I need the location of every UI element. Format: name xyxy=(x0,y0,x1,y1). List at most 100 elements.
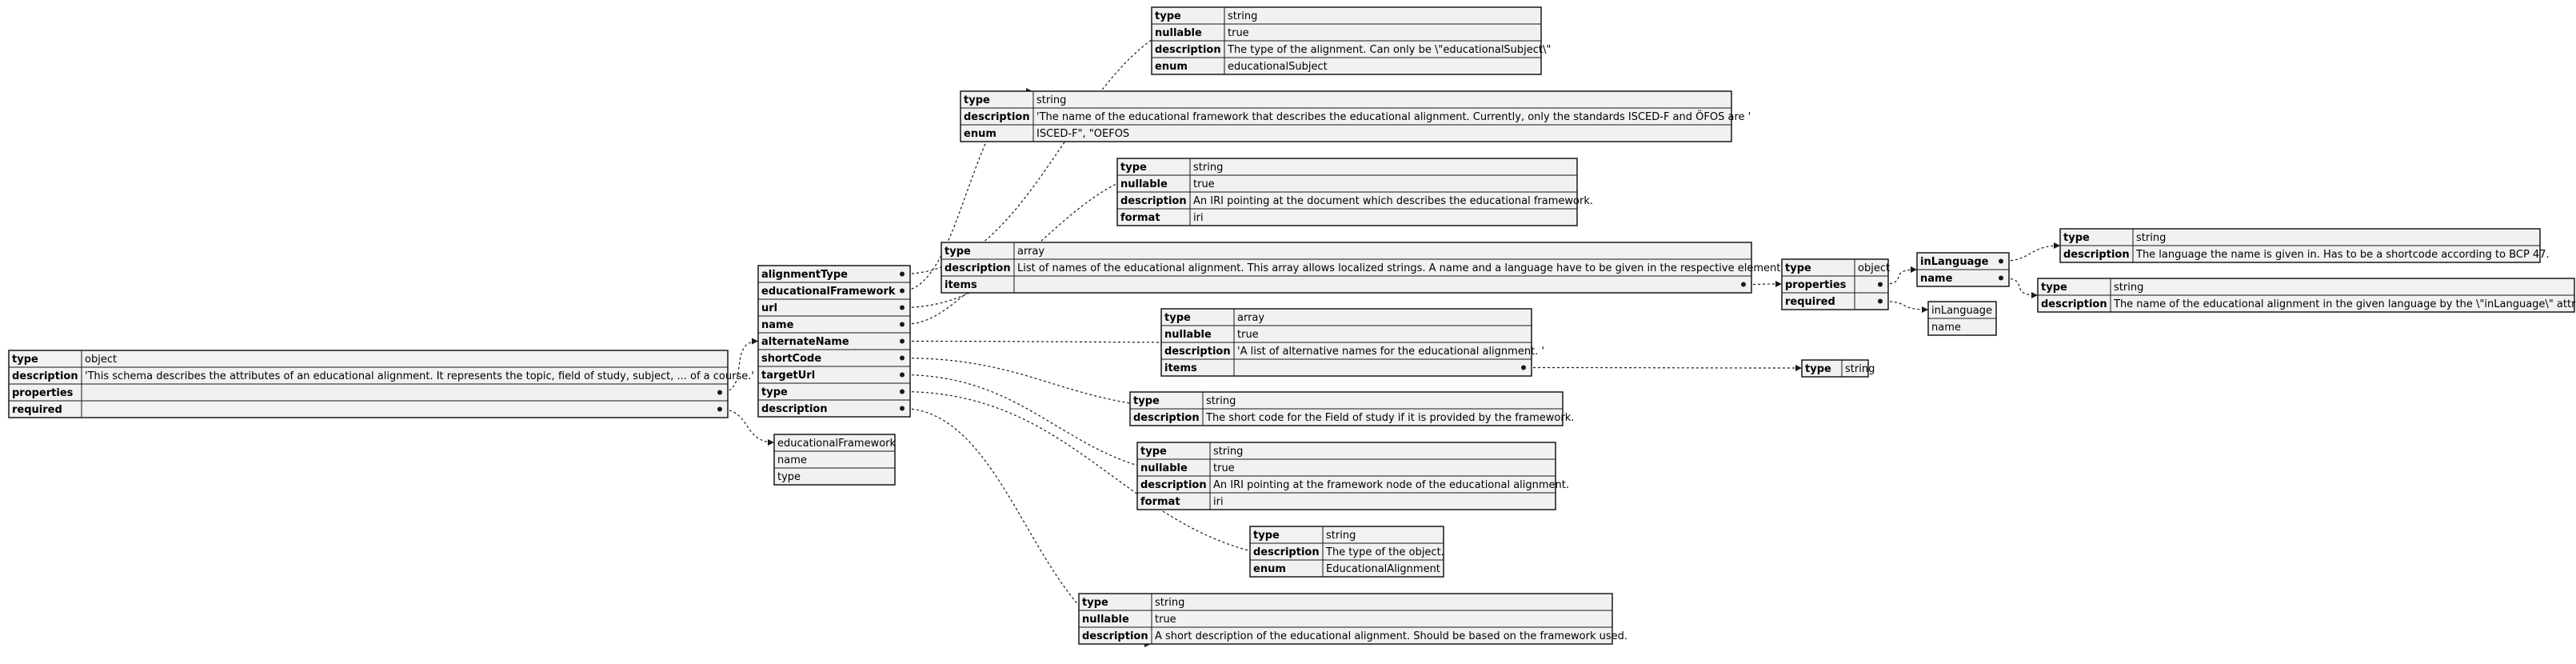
key-cell: enum xyxy=(1155,61,1188,73)
list-frame xyxy=(757,265,911,418)
value-cell: ISCED-F", "OEFOS xyxy=(1036,128,1129,140)
key-cell: description xyxy=(2063,249,2130,261)
key-cell: type xyxy=(1253,530,1280,542)
key-cell: enum xyxy=(1253,563,1286,575)
table-frame xyxy=(1249,526,1444,578)
value-cell: iri xyxy=(1213,496,1224,508)
value-cell: string xyxy=(1155,597,1184,609)
key-cell: nullable xyxy=(1082,614,1129,626)
key-cell: type xyxy=(2041,282,2067,294)
key-cell: type xyxy=(1082,597,1108,609)
key-cell: description xyxy=(1120,195,1187,207)
list-item: type xyxy=(761,386,788,398)
connector-line xyxy=(901,340,1234,343)
key-cell: description xyxy=(1133,412,1200,424)
list-item: type xyxy=(777,471,801,483)
list-item: name xyxy=(1920,273,1953,285)
key-cell: nullable xyxy=(1164,329,1212,341)
key-cell: required xyxy=(1785,296,1835,308)
list-item: url xyxy=(761,302,777,314)
list-diagram-properties: alignmentTypeeducationalFrameworkurlname… xyxy=(757,265,911,418)
table-frame xyxy=(1078,593,1613,645)
port-dot xyxy=(717,406,722,412)
key-cell: description xyxy=(1155,44,1221,56)
list-diagram-name_items_required: inLanguage name xyxy=(1927,301,1997,336)
value-cell: 'This schema describes the attributes of… xyxy=(85,370,754,382)
port-dot xyxy=(900,288,905,294)
key-cell: nullable xyxy=(1140,462,1188,474)
table-name_items: type object properties required xyxy=(1781,258,1890,310)
connector-line xyxy=(1879,269,1918,286)
key-cell: description xyxy=(1164,346,1231,358)
value-cell: The name of the educational alignment in… xyxy=(2113,298,2576,310)
port-dot xyxy=(717,390,722,395)
key-cell: type xyxy=(1140,446,1167,458)
arrowhead xyxy=(768,439,774,446)
value-cell: The language the name is given in. Has t… xyxy=(2135,249,2550,261)
key-cell: nullable xyxy=(1155,27,1202,39)
list-item: name xyxy=(1931,322,1961,334)
port-dot xyxy=(1521,365,1526,370)
connector-line xyxy=(1523,366,1803,369)
value-cell: array xyxy=(1017,246,1044,258)
port-dot xyxy=(1999,258,2003,264)
value-cell: string xyxy=(1036,94,1066,106)
port-dot xyxy=(900,389,905,394)
value-cell: The type of the alignment. Can only be \… xyxy=(1227,44,1551,56)
list-item: educationalFramework xyxy=(761,286,896,298)
list-item: description xyxy=(761,403,828,415)
key-cell: items xyxy=(945,279,977,291)
table-frame xyxy=(1781,258,1889,310)
value-cell: 'The name of the educational framework t… xyxy=(1036,110,1751,123)
arrowhead xyxy=(752,338,758,345)
value-cell: A short description of the educational a… xyxy=(1155,630,1627,642)
value-cell: 'A list of alternative names for the edu… xyxy=(1237,346,1544,358)
key-cell: nullable xyxy=(1120,178,1168,190)
value-cell: string xyxy=(1845,363,1875,375)
value-cell: string xyxy=(1213,446,1243,458)
port-dot xyxy=(900,372,905,378)
key-cell: type xyxy=(1785,262,1811,274)
arrowhead xyxy=(2031,292,2038,298)
key-cell: type xyxy=(1133,395,1160,407)
key-cell: required xyxy=(12,404,62,416)
key-cell: properties xyxy=(12,387,74,399)
value-cell: object xyxy=(1858,262,1890,274)
arrowhead xyxy=(1795,365,1802,371)
port-dot xyxy=(900,305,905,310)
value-cell: array xyxy=(1237,312,1264,324)
list-item: educationalFramework xyxy=(777,438,897,450)
list-item: inLanguage xyxy=(1920,256,1989,268)
value-cell: string xyxy=(2136,232,2166,244)
value-cell: EducationalAlignment xyxy=(1326,563,1440,575)
key-cell: description xyxy=(964,111,1030,123)
port-dot xyxy=(900,406,905,411)
list-item: alternateName xyxy=(761,336,849,348)
key-cell: type xyxy=(1155,10,1181,22)
port-dot xyxy=(900,271,905,277)
value-cell: true xyxy=(1237,329,1259,341)
connector-line xyxy=(2000,245,2061,262)
list-item: inLanguage xyxy=(1931,305,1992,317)
value-cell: true xyxy=(1228,27,1249,39)
value-cell: iri xyxy=(1193,212,1204,224)
table-frame xyxy=(941,242,1752,294)
key-cell: properties xyxy=(1785,279,1847,291)
value-cell: string xyxy=(1326,530,1356,542)
port-dot xyxy=(1878,298,1883,304)
value-cell: object xyxy=(85,354,117,366)
port-dot xyxy=(1999,275,2003,281)
value-cell: string xyxy=(1193,162,1223,174)
list-item: targetUrl xyxy=(761,370,815,382)
key-cell: description xyxy=(1082,630,1148,642)
key-cell: enum xyxy=(964,128,996,140)
connector-line xyxy=(1879,300,1929,310)
table-frame xyxy=(960,90,1732,142)
key-cell: description xyxy=(2041,298,2107,310)
